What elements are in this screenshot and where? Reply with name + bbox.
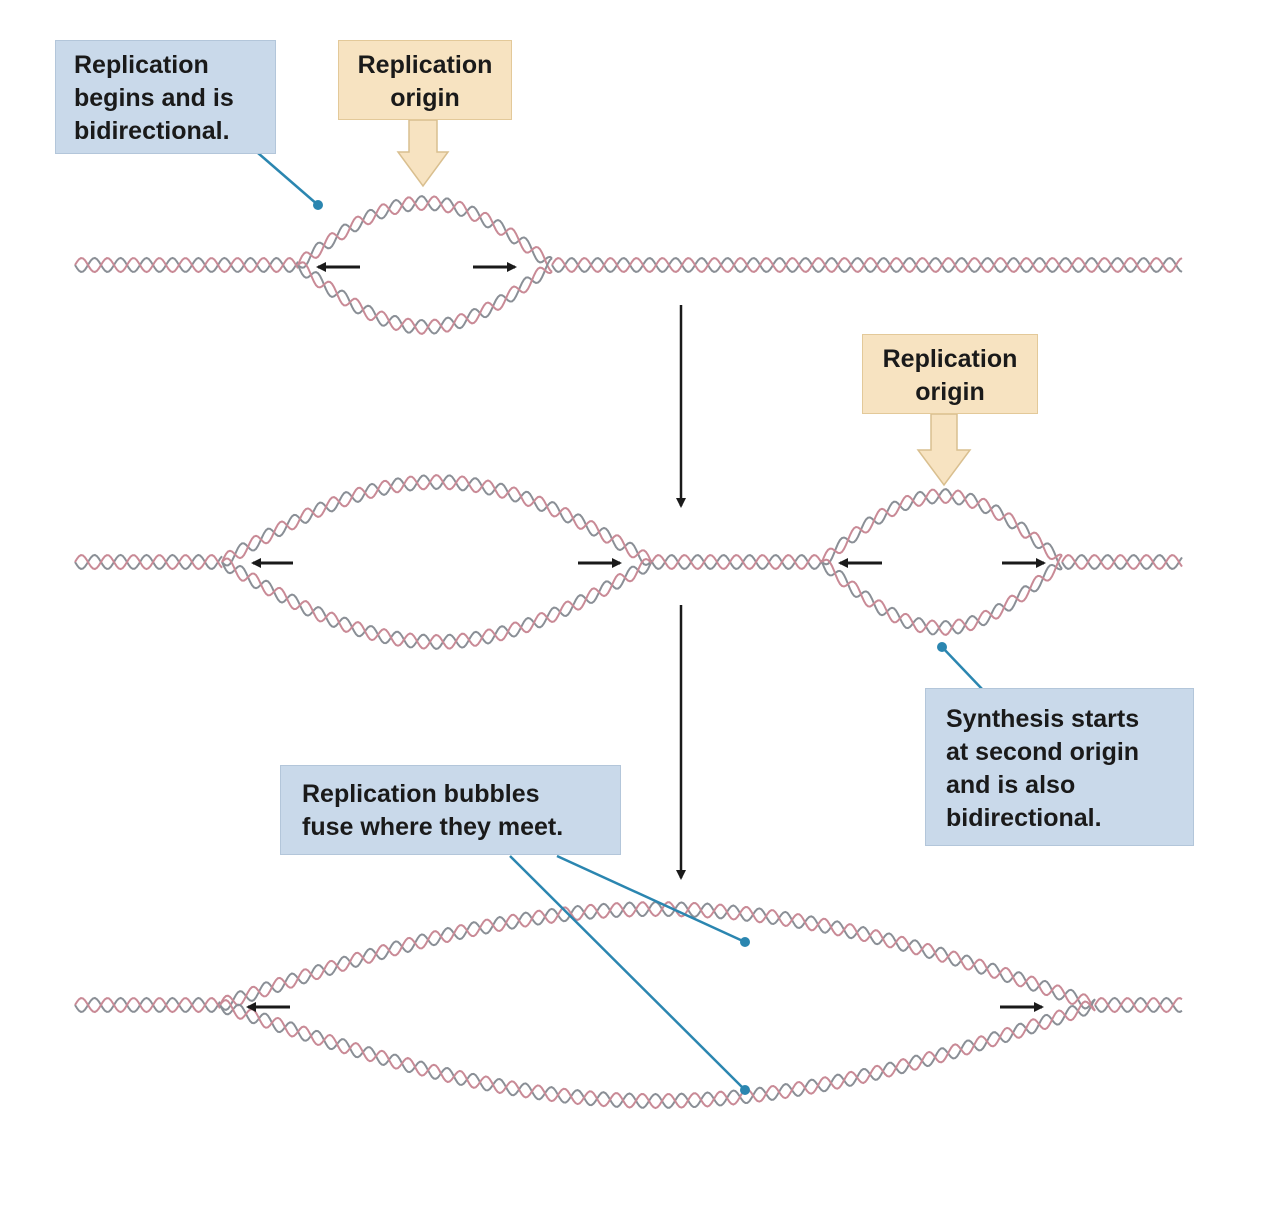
helix-strand	[1061, 554, 1183, 570]
bubble-upper-helix	[221, 474, 653, 567]
callout-bubbles-fuse: Replication bubbles fuse where they meet…	[280, 765, 621, 855]
callout-line: Replication	[882, 345, 1018, 373]
callout-line: origin	[390, 84, 460, 112]
helix-strand	[651, 554, 823, 570]
helix-strand	[1094, 997, 1183, 1014]
helix-strand	[74, 257, 299, 274]
callout-line: begins and is	[74, 84, 234, 112]
unreplicated-dna	[74, 553, 223, 571]
helix-strand	[74, 256, 299, 273]
unreplicated-dna	[651, 554, 823, 570]
callout-line: Replication bubbles	[302, 780, 540, 808]
callout-second-origin: Synthesis starts at second origin and is…	[925, 688, 1194, 846]
callout-line: bidirectional.	[946, 804, 1102, 832]
helix-strand	[74, 553, 223, 570]
callout-leader-lines	[257, 152, 984, 1095]
helix-strand	[821, 554, 1063, 636]
bubble-upper-helix	[219, 900, 1096, 1012]
helix-strand	[74, 997, 221, 1014]
helix-strand	[219, 901, 1096, 1012]
bubble-lower-helix	[221, 557, 653, 650]
leader-dot	[740, 1085, 750, 1095]
dna-strands	[74, 195, 1183, 1110]
callout-line: bidirectional.	[74, 117, 230, 145]
bubble-lower-helix	[297, 257, 553, 335]
helix-strand	[1061, 554, 1183, 570]
helix-strand	[651, 554, 823, 570]
bubble-upper-helix	[297, 195, 553, 273]
helix-strand	[821, 561, 1063, 636]
helix-strand	[551, 257, 1183, 273]
helix-strand	[74, 996, 221, 1013]
callout-replication-begins: Replication begins and is bidirectional.	[55, 40, 276, 154]
helix-strand	[74, 554, 223, 571]
helix-strand	[221, 557, 653, 650]
leader-line	[941, 646, 984, 691]
helix-strand	[821, 488, 1063, 563]
leader-line	[556, 854, 746, 944]
callout-line: at second origin	[946, 738, 1140, 766]
helix-strand	[219, 900, 1096, 1011]
helix-strand	[297, 195, 553, 273]
origin-pointer-arrows	[396, 119, 972, 487]
callout-line: origin	[915, 378, 985, 406]
helix-strand	[219, 999, 1096, 1110]
unreplicated-dna	[1061, 554, 1183, 570]
leader-dot	[937, 642, 947, 652]
helix-strand	[297, 195, 553, 269]
leader-dot	[313, 200, 323, 210]
helix-strand	[221, 474, 653, 565]
leader-dot	[740, 937, 750, 947]
bubble-upper-helix	[821, 488, 1063, 570]
helix-strand	[219, 998, 1096, 1109]
fused-replication-bubble	[219, 900, 1096, 1110]
replication-bubble	[221, 474, 653, 650]
callout-line: Replication	[357, 51, 493, 79]
helix-strand	[221, 474, 653, 567]
replication-bubble	[821, 488, 1063, 636]
bubble-lower-helix	[219, 998, 1096, 1110]
replication-bubble	[297, 195, 553, 335]
callout-line: and is also	[946, 771, 1076, 799]
unreplicated-dna	[1094, 996, 1183, 1014]
callout-replication-origin-1: Replication origin	[338, 40, 512, 120]
helix-strand	[221, 559, 653, 650]
helix-strand	[1094, 996, 1183, 1013]
helix-strand	[297, 257, 553, 335]
unreplicated-dna	[74, 256, 299, 274]
leader-line	[257, 152, 319, 206]
origin-pointer-arrow	[916, 413, 972, 487]
helix-strand	[297, 261, 553, 335]
bubble-lower-helix	[821, 554, 1063, 636]
unreplicated-dna	[74, 996, 221, 1014]
callout-line: Synthesis starts	[946, 705, 1140, 733]
unreplicated-dna	[551, 257, 1183, 273]
callout-line: fuse where they meet.	[302, 813, 564, 841]
callout-replication-origin-2: Replication origin	[862, 334, 1038, 414]
origin-pointer-arrow	[396, 119, 450, 188]
leader-line	[509, 855, 746, 1091]
fork-direction-arrows	[246, 262, 1046, 1012]
callout-line: Replication	[74, 51, 209, 79]
helix-strand	[551, 257, 1183, 273]
helix-strand	[821, 488, 1063, 570]
